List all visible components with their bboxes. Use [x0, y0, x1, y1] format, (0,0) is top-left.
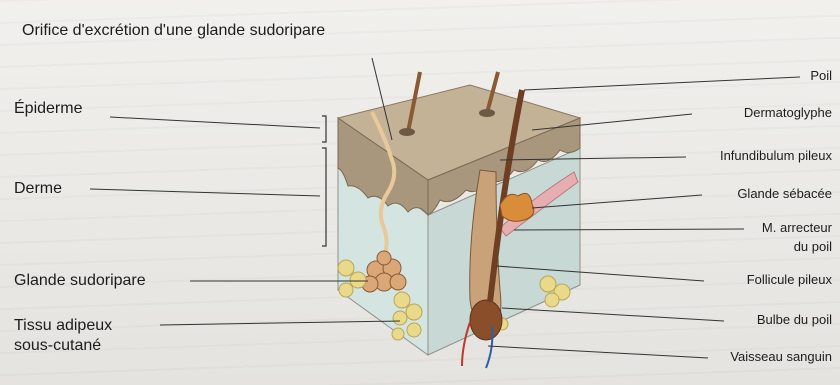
leader-poil — [524, 77, 800, 90]
label-poil: Poil — [810, 69, 832, 84]
leader-derme — [90, 189, 320, 196]
hair-pore-2 — [479, 109, 495, 117]
label-derme: Derme — [14, 180, 62, 198]
epiderme-bracket — [322, 116, 326, 142]
hair-bulb — [470, 300, 502, 340]
label-tissu-adipeux-1: Tissu adipeux — [14, 317, 112, 335]
hair-pore-1 — [399, 128, 415, 136]
leader-epiderme — [110, 117, 320, 128]
sebaceous-gland — [500, 193, 534, 221]
label-arrecteur-2: du poil — [794, 240, 832, 255]
label-epiderme: Épiderme — [14, 100, 82, 118]
label-infundibulum: Infundibulum pileux — [720, 149, 832, 164]
leader-tissu-adipeux — [160, 321, 400, 325]
label-bulbe: Bulbe du poil — [757, 313, 832, 328]
label-vaisseau: Vaisseau sanguin — [730, 350, 832, 365]
label-dermatoglyphe: Dermatoglyphe — [744, 106, 832, 121]
title-label: Orifice d'excrétion d'une glande sudorip… — [22, 22, 325, 40]
label-glande-sudoripare: Glande sudoripare — [14, 272, 146, 290]
label-arrecteur-1: M. arrecteur — [762, 221, 832, 236]
label-tissu-adipeux-2: sous-cutané — [14, 337, 101, 355]
label-follicule: Follicule pileux — [747, 273, 832, 288]
leader-bulbe — [502, 308, 724, 321]
leader-vaisseau — [488, 346, 708, 358]
derme-bracket — [322, 148, 326, 246]
label-glande-sebacee: Glande sébacée — [737, 187, 832, 202]
